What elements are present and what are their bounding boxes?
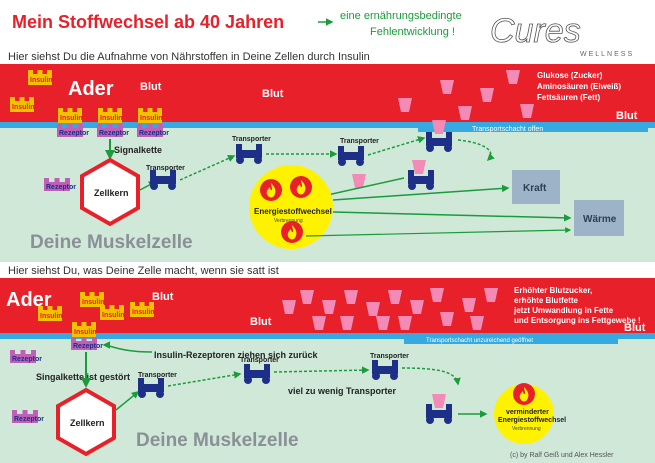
receptor-label: Rezeptor [139,130,169,137]
output-heat-label: Wärme [583,214,617,225]
muscle-cell-label: Deine Muskelzelle [30,232,193,253]
energy-label: Energiestoffwechsel [498,417,566,424]
bottom-caption: Hier siehst Du, was Deine Zelle macht, w… [8,265,279,277]
flame-icon [513,383,535,405]
cell-nucleus [80,157,140,227]
top-blut-label: Blut [140,81,162,93]
nutrient-legend: Fettsäuren (Fett) [537,93,600,102]
receptor-label: Rezeptor [99,130,129,137]
transporter-label: Transporter [340,138,379,145]
top-shaft-band [0,122,655,128]
transporter-label: Transporter [232,136,271,143]
top-ader-label: Ader [68,78,114,100]
output-power-label: Kraft [523,183,547,194]
transporter-label: Transporter [138,372,177,379]
insulin-label: Insulin [132,309,155,316]
too-few-label: viel zu wenig Transporter [288,386,397,396]
insulin-label: Insulin [82,299,105,306]
receptor-label: Rezeptor [73,343,103,350]
insulin-label: Insulin [60,115,83,122]
flame-icon [290,176,312,198]
bottom-blut-label: Blut [624,322,646,334]
reduced-energy-metabolism [494,384,554,444]
output-heat [574,200,624,236]
receptor-label: Rezeptor [46,184,76,191]
bottom-note: jetzt Umwandlung in Fette [513,306,614,315]
bottom-blut-label: Blut [152,291,174,303]
energy-label: verminderter [506,409,549,416]
top-blut-label: Blut [616,110,638,122]
receptor-label: Rezeptor [14,416,44,423]
transporter-label: Transporter [370,353,409,360]
energy-sublabel: Verbrennung [512,426,541,432]
receptor-label: Rezeptor [59,130,89,137]
insulin-label: Insulin [140,115,163,122]
energy-sublabel: Verbrennung [274,218,303,224]
cell-nucleus [56,387,116,457]
receptor-group: Insulin Rezeptor [57,108,89,137]
bottom-note: Erhöhter Blutzucker, [514,286,592,295]
top-blut-label: Blut [262,88,284,100]
output-power [512,170,560,204]
bottom-note: erhöhte Blutfette [514,296,579,305]
bottom-blut-label: Blut [250,316,272,328]
logo-subtitle: WELLNESS [580,51,634,58]
logo-word: Cures [490,12,581,50]
flame-icon [281,221,303,243]
insulin-label: Insulin [30,77,53,84]
flame-icon [260,179,282,201]
nucleus-label: Zellkern [94,188,129,198]
receptor-label: Rezeptor [12,356,42,363]
signal-chain-label: Signalkette [114,145,162,155]
page-title: Mein Stoffwechsel ab 40 Jahren [12,12,284,32]
bottom-shaft-band [0,333,655,339]
receptors-retreat-label: Insulin-Rezeptoren ziehen sich zurück [154,350,319,360]
top-caption: Hier siehst Du die Aufnahme von Nährstof… [8,51,370,63]
receptor-group: Insulin Rezeptor [97,108,129,137]
receptor-group: Insulin Rezeptor [137,108,169,137]
header-note-1: eine ernährungsbedingte [340,10,462,22]
bottom-note: und Entsorgung ins Fettgewebe ! [514,316,641,325]
shaft-label: Transportschacht unzureichend geöffnet [426,338,533,344]
narrow-shaft [404,335,618,344]
insulin-label: Insulin [12,104,35,111]
transporter-label: Transporter [240,357,279,364]
insulin-label: Insulin [102,312,125,319]
bottom-ader-label: Ader [6,289,52,311]
nucleus-label: Zellkern [70,418,105,428]
insulin-label: Insulin [74,329,97,336]
copyright: (c) by Ralf Geiß und Alex Hessler [510,452,614,459]
nutrient-legend: Aminosäuren (Eiweiß) [537,82,621,91]
insulin-label: Insulin [40,313,63,320]
insulin-label: Insulin [100,115,123,122]
transporter-label: Transporter [146,165,185,172]
header-note-2: Fehlentwicklung ! [370,26,455,38]
shaft-label: Transportschacht offen [472,126,543,133]
nutrient-legend: Glukose (Zucker) [537,71,603,80]
insulin-group: Insulin Insulin Insulin Insulin Insulin … [38,292,155,350]
muscle-cell-label: Deine Muskelzelle [136,430,299,451]
energy-label: Energiestoffwechsel [254,207,332,216]
open-shaft [418,123,648,132]
signal-broken-label: Singalkette ist gestört [36,372,130,382]
